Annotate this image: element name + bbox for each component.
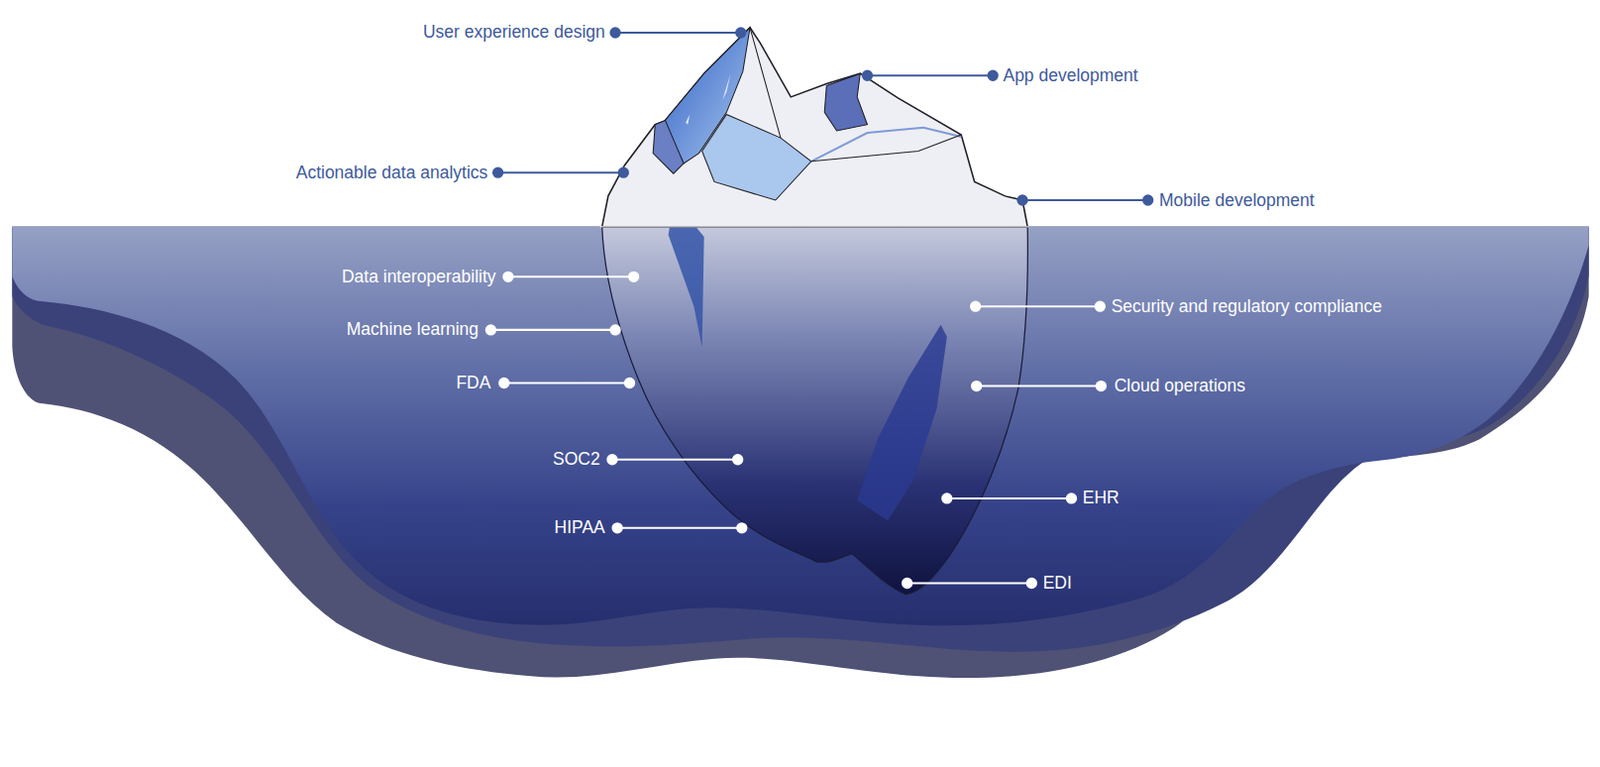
ice-streak [856, 324, 948, 522]
waterline [600, 225, 1030, 228]
callout-label: Security and regulatory compliance [1111, 296, 1383, 318]
ice-facet [652, 120, 684, 175]
callout-label: Cloud operations [1114, 375, 1246, 397]
callout-label: SOC2 [552, 448, 601, 470]
callout-label: Mobile development [1159, 190, 1315, 212]
callout-label: Machine learning [346, 319, 479, 340]
leader-lines-blue [493, 27, 1153, 205]
ice-ridge [749, 27, 961, 162]
leader-lines-white [486, 272, 1106, 588]
water-mid [11, 226, 1589, 652]
ice-ridge [811, 127, 961, 162]
ice-highlight [685, 73, 731, 125]
callout-label: EDI [1043, 572, 1072, 594]
water-front [11, 226, 1589, 626]
callout-label: Data interoperability [341, 266, 497, 288]
callout-label: Actionable data analytics [296, 162, 489, 184]
iceberg-underwater [602, 226, 1029, 595]
water-back [11, 226, 1589, 678]
callout-label: HIPAA [554, 517, 606, 538]
iceberg-top [602, 27, 1028, 227]
callout-label: User experience design [423, 21, 606, 43]
ice-facet [702, 113, 812, 201]
callout-label: FDA [455, 372, 491, 394]
ice-facet [824, 73, 867, 131]
callout-label: EHR [1082, 487, 1120, 509]
callout-label: App development [1002, 65, 1138, 87]
